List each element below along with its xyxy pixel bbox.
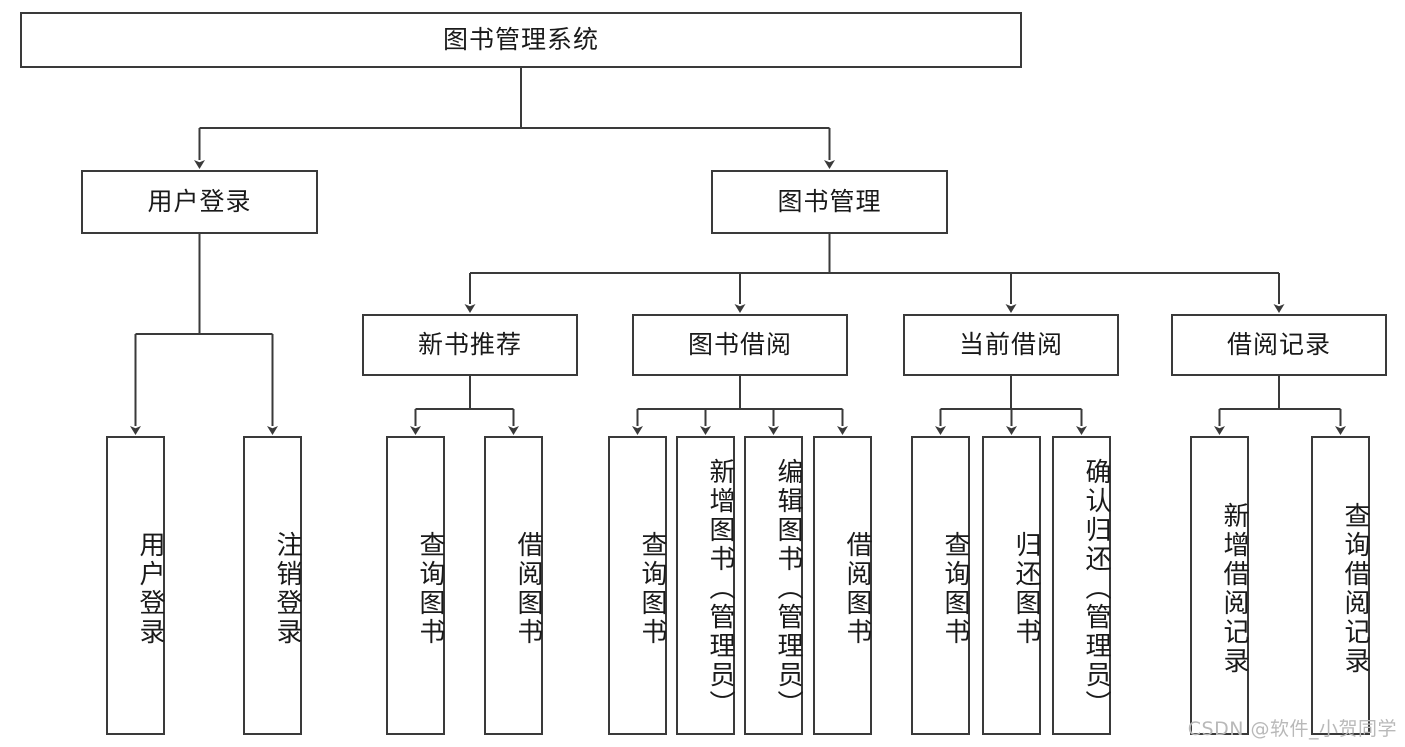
node-label: 查询图书 bbox=[637, 530, 667, 647]
node-records[interactable]: 借阅记录 bbox=[1171, 314, 1387, 376]
node-r-query[interactable]: 查询借阅记录 bbox=[1311, 436, 1370, 735]
node-label: 借阅图书 bbox=[513, 530, 543, 647]
node-b-lend[interactable]: 借阅图书 bbox=[813, 436, 872, 735]
node-label: 新增图书（管理员） bbox=[705, 458, 735, 719]
node-label: 查询图书 bbox=[940, 530, 970, 647]
node-label: 确认归还（管理员） bbox=[1081, 458, 1111, 719]
node-c-confirm[interactable]: 确认归还（管理员） bbox=[1052, 436, 1111, 735]
node-label: 图书借阅 bbox=[687, 330, 792, 360]
node-c-query[interactable]: 查询图书 bbox=[911, 436, 970, 735]
node-b-query[interactable]: 查询图书 bbox=[608, 436, 667, 735]
node-n-query[interactable]: 查询图书 bbox=[386, 436, 445, 735]
node-n-borrow[interactable]: 借阅图书 bbox=[484, 436, 543, 735]
node-label: 查询图书 bbox=[415, 530, 445, 647]
node-b-add[interactable]: 新增图书（管理员） bbox=[676, 436, 735, 735]
node-login[interactable]: 用户登录 bbox=[81, 170, 318, 234]
node-label: 图书管理系统 bbox=[442, 25, 599, 55]
node-c-return[interactable]: 归还图书 bbox=[982, 436, 1041, 735]
watermark-label: CSDN @软件_小贺同学 bbox=[1187, 718, 1397, 740]
node-l-logout[interactable]: 注销登录 bbox=[243, 436, 302, 735]
node-current[interactable]: 当前借阅 bbox=[903, 314, 1119, 376]
node-label: 借阅记录 bbox=[1226, 330, 1331, 360]
node-borrow[interactable]: 图书借阅 bbox=[632, 314, 848, 376]
node-label: 新增借阅记录 bbox=[1219, 501, 1249, 676]
node-b-edit[interactable]: 编辑图书（管理员） bbox=[744, 436, 803, 735]
node-label: 当前借阅 bbox=[958, 330, 1063, 360]
node-label: 查询借阅记录 bbox=[1340, 501, 1370, 676]
node-label: 用户登录 bbox=[147, 187, 252, 217]
node-root[interactable]: 图书管理系统 bbox=[20, 12, 1022, 68]
node-l-login[interactable]: 用户登录 bbox=[106, 436, 165, 735]
node-label: 新书推荐 bbox=[417, 330, 522, 360]
node-label: 归还图书 bbox=[1011, 530, 1041, 647]
node-label: 用户登录 bbox=[135, 530, 165, 647]
node-bookmgmt[interactable]: 图书管理 bbox=[711, 170, 948, 234]
node-newbook[interactable]: 新书推荐 bbox=[362, 314, 578, 376]
node-label: 注销登录 bbox=[272, 530, 302, 647]
node-label: 编辑图书（管理员） bbox=[773, 458, 803, 719]
node-label: 图书管理 bbox=[777, 187, 882, 217]
node-r-add[interactable]: 新增借阅记录 bbox=[1190, 436, 1249, 735]
node-label: 借阅图书 bbox=[842, 530, 872, 647]
